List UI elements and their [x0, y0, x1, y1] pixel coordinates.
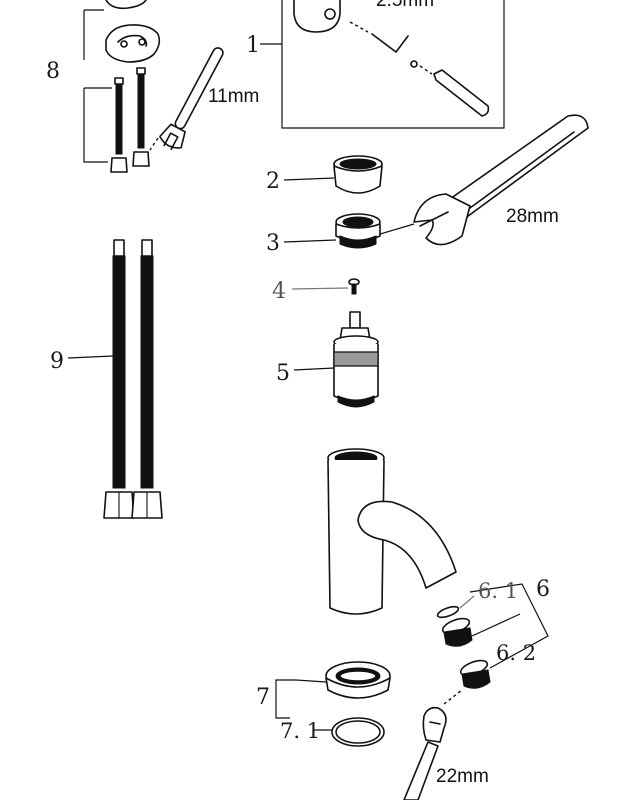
- horseshoe-clamp: [105, 24, 161, 63]
- handle-pin: [433, 69, 490, 117]
- handle-assembly-box: [281, 0, 505, 129]
- label-part-4: 4: [272, 279, 286, 304]
- wrench-28mm: [413, 114, 589, 246]
- small-screw: [348, 278, 360, 295]
- wrench-11mm: [159, 47, 224, 151]
- clip-ring: [105, 0, 147, 10]
- wrench-22mm: [403, 689, 463, 800]
- label-part-7: 7: [256, 685, 270, 710]
- bracket-8: [83, 88, 108, 163]
- clamp-hole: [138, 38, 146, 46]
- grub-screw: [410, 60, 418, 68]
- faucet-spout: [357, 500, 457, 589]
- cartridge: [333, 311, 379, 408]
- aerator-housing: [461, 669, 491, 689]
- mounting-kit: [83, 0, 161, 173]
- cap-cover: [333, 155, 383, 194]
- clamp-hole: [120, 40, 128, 48]
- hex-key: [371, 33, 409, 53]
- label-part-2: 2: [266, 169, 280, 194]
- base-seal: [331, 717, 385, 747]
- handle-box-frame: [281, 0, 505, 129]
- rod-tip: [136, 67, 146, 75]
- label-part-1: 1: [246, 33, 260, 58]
- label-part-6: 6: [536, 577, 550, 602]
- bracket-6: [469, 583, 549, 669]
- rod-tip: [114, 77, 124, 85]
- dim-wrench-28mm: 28mm: [506, 206, 559, 227]
- flexible-hoses: [103, 239, 163, 519]
- aerator-washer: [436, 605, 460, 619]
- faucet-body: [327, 448, 457, 615]
- threaded-rod: [137, 69, 145, 149]
- braided-hose: [140, 255, 154, 489]
- threaded-nut: [335, 213, 381, 249]
- label-part-3: 3: [266, 231, 280, 256]
- mounting-nut: [132, 151, 150, 167]
- aerator-insert: [443, 627, 473, 647]
- mounting-nut: [110, 157, 128, 173]
- label-part-5: 5: [276, 361, 290, 386]
- dim-wrench-22mm: 22mm: [436, 766, 489, 787]
- label-part-8: 8: [46, 59, 60, 84]
- bracket-7: [275, 679, 296, 719]
- clamp-slot: [117, 34, 148, 47]
- label-part-6-1: 6. 1: [478, 579, 518, 603]
- handle-lever: [293, 0, 341, 33]
- label-part-9: 9: [50, 349, 64, 374]
- label-part-6-2: 6. 2: [496, 641, 536, 665]
- base-ring: [325, 661, 391, 699]
- braided-hose: [112, 255, 126, 489]
- label-part-7-1: 7. 1: [280, 719, 320, 743]
- threaded-rod: [115, 79, 123, 155]
- dim-hex-key: 2.5mm: [376, 0, 434, 11]
- wrench-guide: [149, 137, 159, 151]
- dim-wrench-11mm: 11mm: [208, 86, 259, 107]
- aerator-set: [436, 583, 549, 689]
